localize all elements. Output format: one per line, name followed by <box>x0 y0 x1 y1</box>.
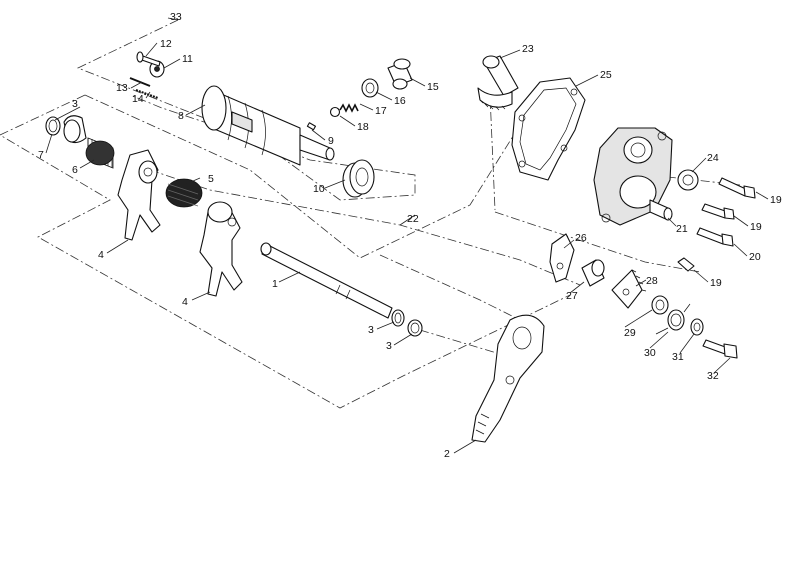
shift-drum-8 <box>201 85 335 166</box>
lever-plate-26 <box>549 233 575 283</box>
shift-lever-2 <box>471 314 545 443</box>
callout-15: 15 <box>427 81 439 93</box>
callout-30: 30 <box>644 347 656 359</box>
callout-26: 26 <box>575 232 587 244</box>
callout-2: 2 <box>444 448 450 460</box>
ring-3-c <box>407 319 423 337</box>
callout-22: 22 <box>407 213 419 225</box>
collar-27 <box>581 259 605 287</box>
oil-seal-24 <box>677 169 699 191</box>
callout-13: 13 <box>116 82 128 94</box>
callout-9: 9 <box>328 135 334 147</box>
gasket-25 <box>511 77 586 181</box>
spring-5 <box>165 178 203 208</box>
bolt-20 <box>696 227 734 247</box>
bolt-32 <box>702 339 738 359</box>
callout-20: 20 <box>749 251 761 263</box>
bolt-19-b <box>701 203 735 220</box>
plug-15 <box>387 58 413 90</box>
pin-9 <box>306 122 317 131</box>
snap-ring-7 <box>45 116 61 136</box>
pin-14 <box>135 89 159 99</box>
frame-right-lower <box>379 254 521 321</box>
callout-18: 18 <box>357 121 369 133</box>
callout-12: 12 <box>160 38 172 50</box>
callout-33: 33 <box>170 11 182 23</box>
collar-3 <box>63 115 87 144</box>
frame-shift-forks-outer <box>0 94 571 409</box>
ball-18 <box>329 106 341 118</box>
spring-17 <box>339 103 359 113</box>
shaft-gear-23 <box>477 55 519 111</box>
bolt-19-a <box>718 177 756 199</box>
callout-14: 14 <box>132 93 144 105</box>
bearing-10 <box>342 159 375 198</box>
callout-10: 10 <box>313 183 325 195</box>
callout-16: 16 <box>394 95 406 107</box>
callout-5: 5 <box>208 173 214 185</box>
leader-lines <box>45 17 769 454</box>
gear-segment-28 <box>611 269 647 309</box>
callout-3-c: 3 <box>386 340 392 352</box>
callout-11: 11 <box>182 53 193 65</box>
callout-17: 17 <box>375 105 387 117</box>
shift-shaft-1 <box>260 242 393 319</box>
washer-31 <box>690 318 704 336</box>
shift-fork-4-b <box>199 201 243 297</box>
callout-19-b: 19 <box>750 221 762 233</box>
frame-right-upper <box>494 211 701 273</box>
callout-8: 8 <box>178 110 184 122</box>
pin-13 <box>129 77 151 87</box>
ring-3-b <box>391 309 405 327</box>
cover-housing-21 <box>593 127 673 226</box>
callout-1: 1 <box>272 278 278 290</box>
callout-3-b: 3 <box>368 324 374 336</box>
callout-19-a: 19 <box>770 194 782 206</box>
callout-19-c: 19 <box>710 277 722 289</box>
callout-23: 23 <box>522 43 534 55</box>
shift-fork-4-a <box>117 149 161 241</box>
callout-32: 32 <box>707 370 719 382</box>
bolt-19-c <box>677 257 695 272</box>
callout-3-a: 3 <box>72 98 78 110</box>
callout-25: 25 <box>600 69 612 81</box>
axis-line-cover <box>489 94 496 211</box>
torsion-spring-30 <box>655 303 691 335</box>
callout-6: 6 <box>72 164 78 176</box>
callout-28: 28 <box>646 275 658 287</box>
callout-4-a: 4 <box>98 249 104 261</box>
spring-6 <box>85 137 115 169</box>
frame-shift-forks-inner <box>84 94 521 259</box>
bolt-12 <box>136 51 161 67</box>
callout-21: 21 <box>676 223 688 235</box>
callout-24: 24 <box>707 152 719 164</box>
callout-labels: 1 2 3 3 3 4 4 5 6 7 8 9 10 11 12 13 14 1… <box>38 11 782 460</box>
callout-27: 27 <box>566 290 578 302</box>
washer-29 <box>651 295 669 315</box>
callout-31: 31 <box>672 351 684 363</box>
callout-29: 29 <box>624 327 636 339</box>
callout-4-b: 4 <box>182 296 188 308</box>
frame-33 <box>77 19 416 201</box>
washer-16 <box>361 78 379 98</box>
callout-7: 7 <box>38 149 44 161</box>
